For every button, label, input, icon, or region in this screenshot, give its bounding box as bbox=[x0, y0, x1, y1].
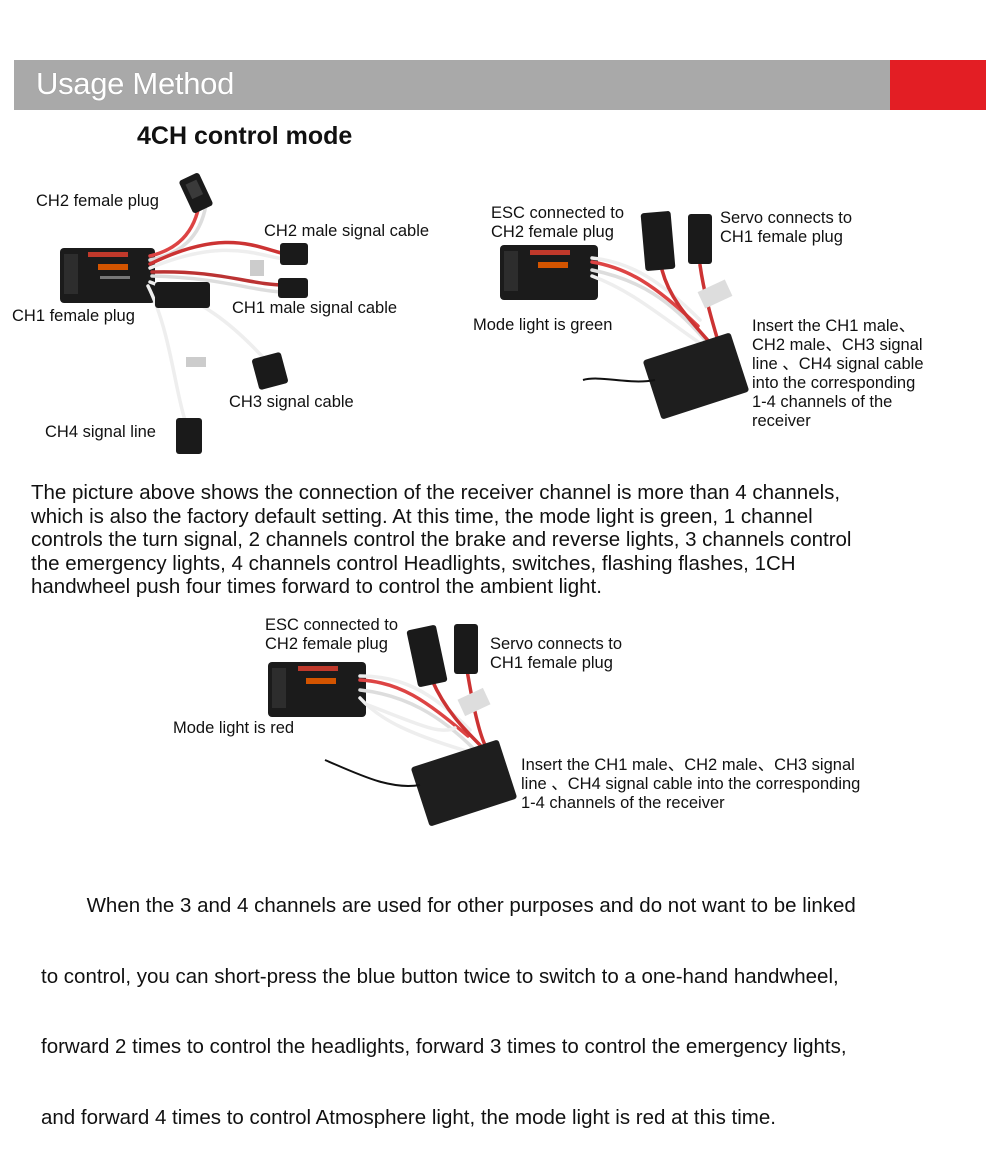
header-bar: Usage Method bbox=[14, 60, 986, 110]
label-servo-connection: Servo connects to CH1 female plug bbox=[720, 209, 853, 246]
label-ch2-female-plug: CH2 female plug bbox=[36, 192, 159, 210]
label-mode-light-green: Mode light is green bbox=[473, 316, 613, 334]
page-title: Usage Method bbox=[36, 66, 235, 101]
label-ch1-male-signal-cable: CH1 male signal cable bbox=[232, 299, 398, 317]
label-mode-light-red: Mode light is red bbox=[173, 719, 295, 737]
diagram1-module bbox=[60, 248, 155, 303]
paragraph-default-setting: The picture above shows the connection o… bbox=[31, 481, 852, 598]
label-ch2-male-signal-cable: CH2 male signal cable bbox=[264, 222, 430, 240]
label-servo-connection-2: Servo connects to CH1 female plug bbox=[490, 635, 623, 672]
label-esc-connection-2: ESC connected to CH2 female plug bbox=[265, 616, 398, 653]
label-insert-instructions: Insert the CH1 male、 CH2 male、CH3 signal… bbox=[752, 317, 924, 430]
header-accent-block bbox=[890, 60, 986, 110]
label-ch1-female-plug: CH1 female plug bbox=[12, 307, 135, 325]
label-ch4-signal-line: CH4 signal line bbox=[45, 423, 156, 441]
diagram2-module bbox=[500, 245, 598, 300]
diagram3-receiver bbox=[411, 740, 517, 826]
label-ch3-signal-cable: CH3 signal cable bbox=[229, 393, 354, 411]
section-title: 4CH control mode bbox=[137, 122, 353, 150]
diagram3-module bbox=[268, 662, 366, 717]
wiring-illustrations bbox=[60, 172, 749, 826]
label-insert-instructions-2: Insert the CH1 male、CH2 male、CH3 signal … bbox=[521, 756, 861, 812]
label-esc-connection: ESC connected to CH2 female plug bbox=[491, 204, 624, 241]
diagram2-receiver bbox=[643, 333, 749, 419]
